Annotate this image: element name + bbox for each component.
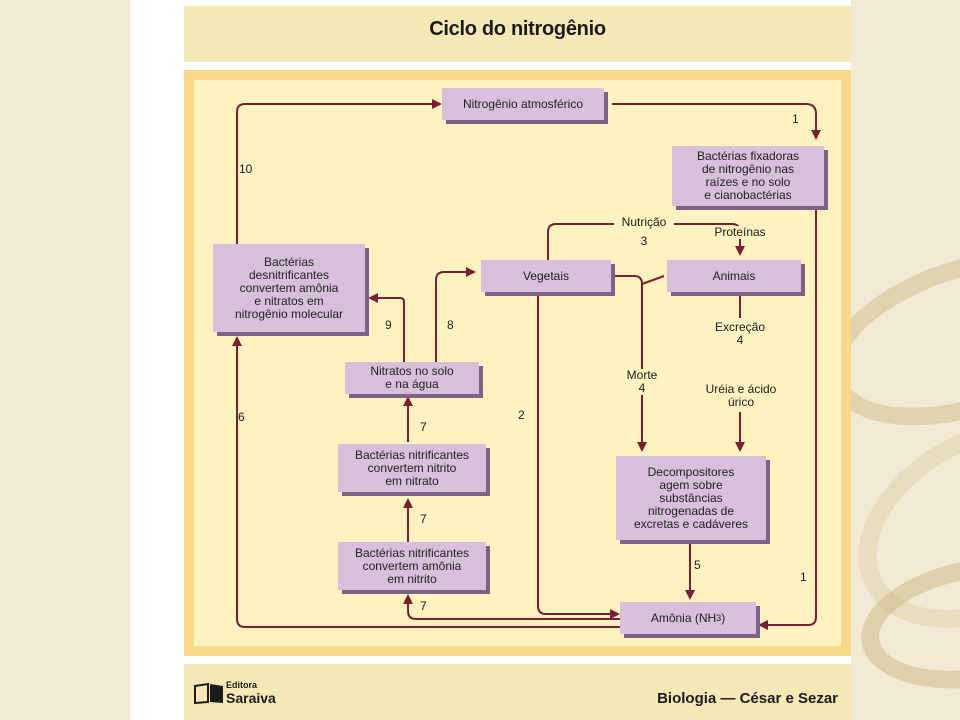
arrow-morte — [614, 275, 647, 452]
box-bacterias-fixadoras: Bactérias fixadoras de nitrogênio nas ra… — [672, 146, 824, 206]
arrow-10 — [236, 99, 442, 244]
arrow-9 — [368, 293, 405, 362]
step-number-7-mid: 7 — [420, 512, 427, 526]
line-animais-morte — [641, 275, 665, 285]
page-title: Ciclo do nitrogênio — [429, 18, 606, 40]
amonia-subscript: 3 — [716, 612, 722, 623]
book-icon — [194, 682, 223, 704]
arrow-7-bottom — [403, 594, 620, 620]
arrow-6 — [232, 336, 620, 628]
arrow-1-top — [612, 103, 821, 140]
left-margin-strip — [130, 0, 184, 720]
box-decompositores: Decompositores agem sobre substâncias ni… — [616, 456, 766, 540]
label-excrecao: Excreção 4 — [706, 321, 774, 347]
box-nitrificantes-nitrato: Bactérias nitrificantes convertem nitrit… — [338, 444, 486, 492]
label-nutricao-number: 3 — [640, 234, 648, 248]
label-proteinas: Proteínas — [706, 226, 774, 239]
footer-band — [184, 664, 851, 720]
step-number-10: 10 — [239, 162, 253, 176]
box-nitrogenio-atmosferico: Nitrogênio atmosférico — [442, 88, 604, 120]
step-number-7-bottom: 7 — [420, 599, 427, 613]
box-nitrificantes-nitrito: Bactérias nitrificantes convertem amônia… — [338, 542, 486, 590]
label-morte: Morte 4 — [612, 369, 672, 395]
amonia-text: Amônia (NH — [650, 610, 717, 625]
box-nitratos: Nitratos no solo e na água — [345, 362, 479, 394]
step-number-7-top: 7 — [420, 420, 427, 434]
publisher-logo: Editora Saraiva — [194, 678, 304, 712]
arrow-8 — [435, 267, 476, 362]
step-number-9: 9 — [385, 318, 392, 332]
step-number-8: 8 — [447, 318, 454, 332]
step-number-1-bottom: 1 — [800, 570, 807, 584]
step-number-5: 5 — [694, 558, 701, 572]
step-number-6: 6 — [238, 410, 245, 424]
box-vegetais: Vegetais — [481, 260, 611, 292]
publisher-label-small: Editora — [226, 680, 258, 690]
label-nutricao: Nutrição — [614, 216, 674, 229]
box-bacterias-desnitrificantes: Bactérias desnitrificantes convertem amô… — [213, 244, 365, 332]
step-number-2: 2 — [518, 408, 525, 422]
step-number-1-top: 1 — [792, 112, 799, 126]
box-animais: Animais — [667, 260, 801, 292]
book-credit: Biologia — César e Sezar — [657, 690, 838, 707]
arrow-2 — [537, 296, 620, 619]
header-band — [184, 6, 851, 62]
publisher-label: Saraiva — [226, 690, 276, 706]
label-ureia: Uréia e ácido úrico — [697, 383, 785, 409]
amonia-close: ) — [721, 610, 726, 625]
arrow-1-bottom — [758, 210, 817, 630]
